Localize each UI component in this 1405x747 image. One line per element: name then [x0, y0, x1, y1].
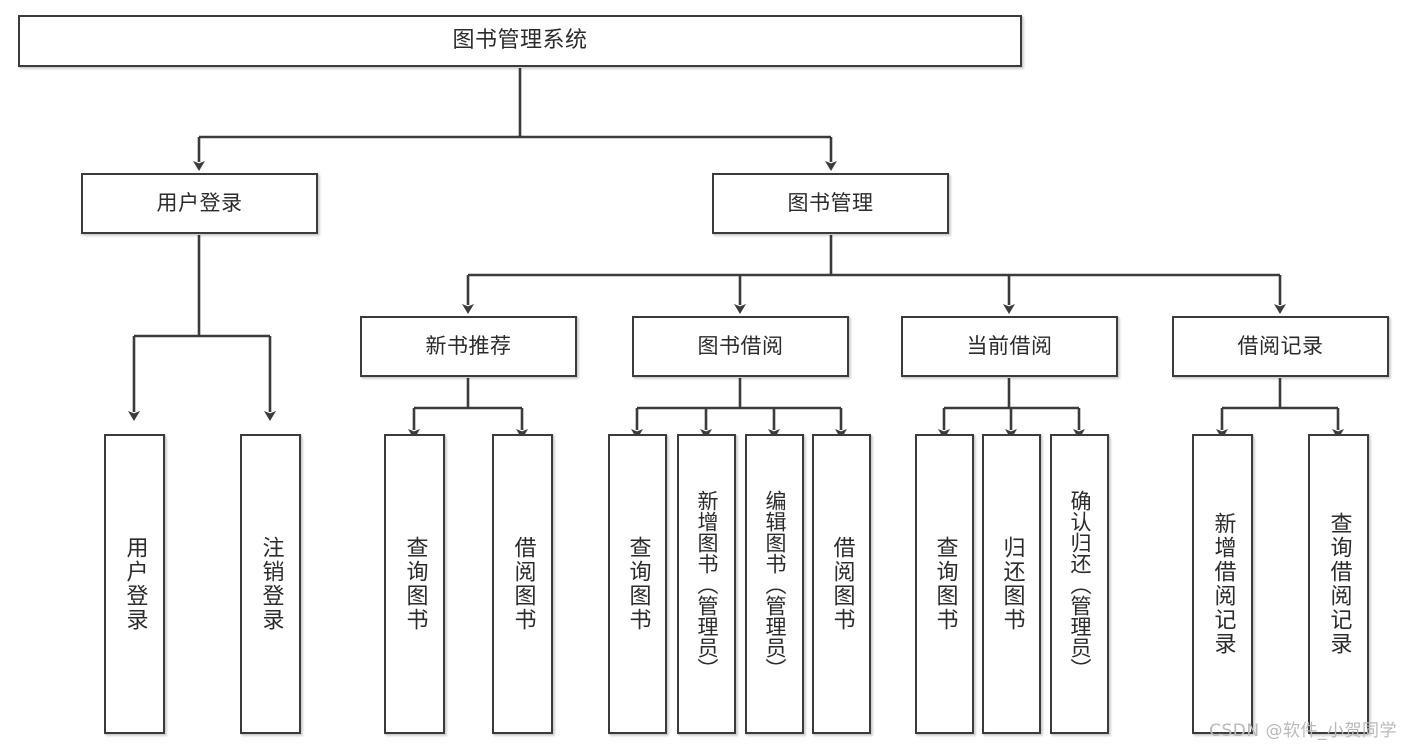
leaf-current-confirm-return-admin[interactable]: 确认归还（管理员）: [1050, 434, 1109, 734]
node-label: 借阅图书: [829, 536, 855, 632]
node-label: 新增借阅记录: [1210, 512, 1236, 656]
csdn-watermark: CSDN @软件_小贺同学: [1209, 721, 1397, 741]
leaf-user-login-logout[interactable]: 注销登录: [240, 434, 301, 734]
node-book-borrow[interactable]: 图书借阅: [632, 316, 849, 377]
node-label: 归还图书: [999, 536, 1025, 632]
node-label: 查询借阅记录: [1326, 512, 1352, 656]
leaf-user-login-login[interactable]: 用户登录: [104, 434, 165, 734]
leaf-records-search-record[interactable]: 查询借阅记录: [1308, 434, 1369, 734]
node-book-management[interactable]: 图书管理: [712, 173, 949, 234]
leaf-borrow-edit-book-admin[interactable]: 编辑图书（管理员）: [745, 434, 804, 734]
node-label: 用户登录: [156, 190, 243, 215]
node-label: 查询图书: [932, 536, 958, 632]
leaf-borrow-borrow-book[interactable]: 借阅图书: [812, 434, 871, 734]
node-current-borrow[interactable]: 当前借阅: [901, 316, 1118, 377]
node-label: 新增图书（管理员）: [695, 489, 719, 679]
node-user-login[interactable]: 用户登录: [81, 173, 318, 234]
leaf-borrow-search-book[interactable]: 查询图书: [608, 434, 667, 734]
node-label: 查询图书: [625, 536, 651, 632]
leaf-recommend-borrow-book[interactable]: 借阅图书: [492, 434, 553, 734]
node-label: 编辑图书（管理员）: [763, 489, 787, 679]
leaf-current-search-book[interactable]: 查询图书: [915, 434, 974, 734]
node-label: 借阅图书: [510, 536, 536, 632]
node-borrow-records[interactable]: 借阅记录: [1172, 316, 1389, 377]
leaf-borrow-add-book-admin[interactable]: 新增图书（管理员）: [677, 434, 736, 734]
leaf-current-return-book[interactable]: 归还图书: [982, 434, 1041, 734]
node-new-book-recommend[interactable]: 新书推荐: [360, 316, 577, 377]
node-label: 查询图书: [402, 536, 428, 632]
node-label: 当前借阅: [966, 333, 1053, 358]
node-label: 用户登录: [122, 536, 148, 632]
node-label: 借阅记录: [1237, 333, 1324, 358]
node-label: 图书管理系统: [452, 27, 588, 53]
node-label: 新书推荐: [425, 333, 512, 358]
node-label: 图书借阅: [697, 333, 784, 358]
node-label: 图书管理: [787, 190, 874, 215]
node-root-book-management-system[interactable]: 图书管理系统: [18, 15, 1022, 67]
leaf-records-add-record[interactable]: 新增借阅记录: [1192, 434, 1253, 734]
leaf-recommend-search-book[interactable]: 查询图书: [384, 434, 445, 734]
node-label: 注销登录: [258, 536, 284, 632]
node-label: 确认归还（管理员）: [1068, 489, 1092, 679]
